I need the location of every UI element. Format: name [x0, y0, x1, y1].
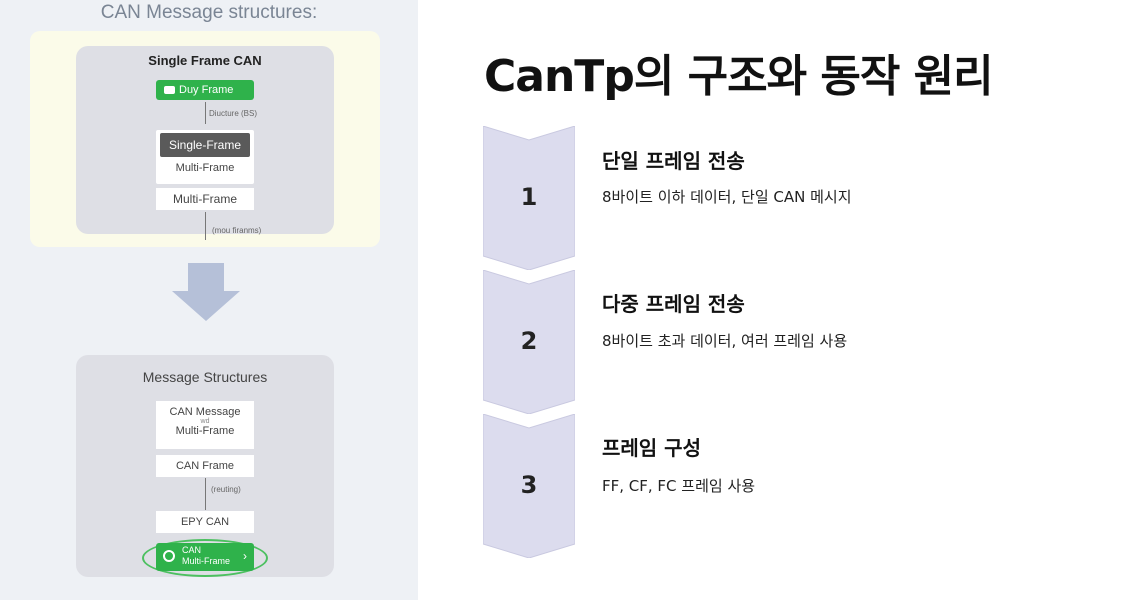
can-message-box[interactable]: CAN Message wd Multi-Frame: [156, 401, 254, 449]
illustration-title: CAN Message structures:: [100, 2, 318, 23]
reuting-label: (reuting): [211, 485, 241, 494]
can-message-line1: CAN Message: [169, 406, 241, 418]
can-multi-frame-button[interactable]: CAN Multi-Frame ›: [156, 543, 254, 571]
can-message-line2: wd: [200, 418, 210, 425]
single-frame-item[interactable]: Single-Frame: [160, 133, 250, 157]
highlight-ellipse: [142, 539, 268, 577]
can-multi-frame-label: CAN Multi-Frame: [182, 545, 230, 567]
page-title: CanTp의 구조와 동작 원리: [484, 51, 994, 102]
step-3-chevron: [483, 414, 575, 558]
single-frame-card: Single Frame CAN Duy Frame Diucture (BS)…: [76, 46, 334, 240]
step-2-number: 2: [520, 327, 538, 355]
reuting-connector: [205, 478, 206, 510]
step-3-number: 3: [520, 471, 538, 499]
step-3-description: FF, CF, FC 프레임 사용: [602, 477, 756, 495]
mou-firanms-label: (mou firanms): [212, 226, 262, 235]
duy-frame-label: Duy Frame: [179, 84, 234, 96]
can-multi-frame-line1: CAN: [182, 545, 202, 555]
can-message-line3: Multi-Frame: [175, 425, 235, 437]
multi-frame-box[interactable]: Multi-Frame: [156, 188, 254, 210]
step-1-number: 1: [520, 183, 538, 211]
single-frame-card-title: Single Frame CAN: [148, 53, 262, 68]
epy-can-box[interactable]: EPY CAN: [156, 511, 254, 533]
connector-line: [205, 102, 206, 124]
step-2-description: 8바이트 초과 데이터, 여러 프레임 사용: [602, 332, 848, 350]
multi-frame-item[interactable]: Multi-Frame: [175, 162, 235, 174]
frame-icon: [164, 86, 175, 95]
can-multi-frame-line2: Multi-Frame: [182, 556, 231, 566]
down-arrow-icon: [172, 263, 240, 321]
step-1-chevron: [483, 126, 575, 270]
diucture-label: Diucture (BS): [209, 109, 258, 118]
illustration-panel: CAN Message structures: Single Frame CAN…: [0, 0, 418, 600]
message-structures-card: Message Structures CAN Message wd Multi-…: [76, 355, 334, 577]
duy-frame-button[interactable]: Duy Frame: [156, 80, 254, 100]
step-2-chevron: [483, 270, 575, 414]
chevron-right-icon: ›: [243, 549, 247, 563]
image-icon: [163, 550, 175, 562]
step-2-title: 다중 프레임 전송: [602, 292, 745, 316]
step-3-title: 프레임 구성: [602, 436, 701, 460]
message-structures-title: Message Structures: [142, 369, 268, 385]
step-1-description: 8바이트 이하 데이터, 단일 CAN 메시지: [602, 188, 852, 206]
step-1-title: 단일 프레임 전송: [602, 149, 745, 173]
can-frame-box[interactable]: CAN Frame: [156, 455, 254, 477]
connector-line-2: [205, 212, 206, 240]
